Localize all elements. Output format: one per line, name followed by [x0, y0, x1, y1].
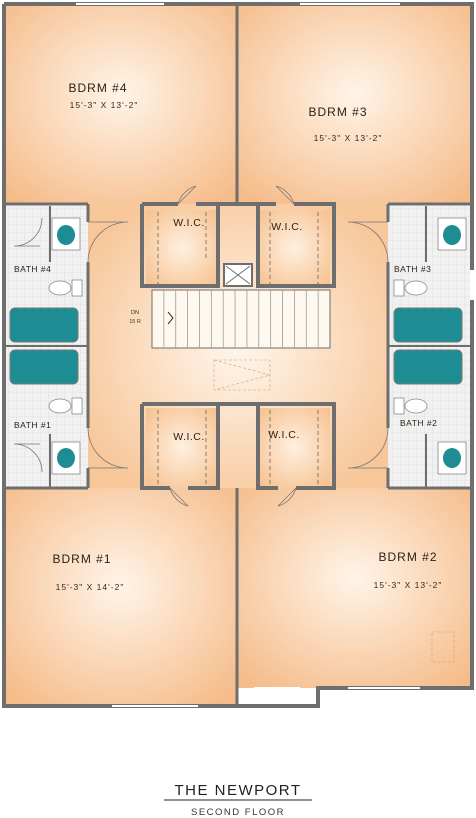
bath2-tub-icon — [393, 349, 463, 385]
bdrm3-label: BDRM #3 — [308, 105, 367, 119]
doors — [13, 185, 389, 507]
attic-hatch — [431, 631, 455, 663]
bath4-sink-icon — [57, 225, 75, 245]
bath4-tub-icon — [9, 307, 79, 343]
bath2-sink-icon — [443, 448, 461, 468]
bath4-toilet-icon — [48, 280, 72, 296]
bath1-label: BATH #1 — [14, 420, 51, 430]
bath3-label: BATH #3 — [394, 264, 431, 274]
bdrm3-dim: 15'-3" X 13'-2" — [314, 133, 383, 143]
bdrm4-label: BDRM #4 — [68, 81, 127, 95]
bdrm2-floor — [237, 488, 472, 688]
wic-bl-label: W.I.C. — [173, 431, 205, 443]
chase-box — [223, 263, 253, 287]
bdrm2-label: BDRM #2 — [378, 550, 437, 564]
bath1-sink-icon — [57, 448, 75, 468]
stair — [151, 289, 331, 391]
bath4-label: BATH #4 — [14, 264, 51, 274]
wic-tr-label: W.I.C. — [271, 221, 303, 233]
closet-shelves — [157, 212, 319, 484]
bath2-toilet-icon — [404, 398, 428, 414]
stair-dn-label: DN — [131, 310, 139, 316]
bath1-tub-icon — [9, 349, 79, 385]
bdrm1-dim: 15'-3" X 14'-2" — [56, 582, 125, 592]
wic-bl-floor — [146, 408, 218, 486]
bath3-toilet-icon — [404, 280, 428, 296]
wic-br-label: W.I.C. — [268, 429, 300, 441]
windows — [76, 3, 420, 707]
bdrm3-floor — [237, 4, 472, 204]
bath2-label: BATH #2 — [400, 418, 437, 428]
bdrm4-floor — [4, 4, 237, 204]
fixtures — [9, 217, 467, 663]
bath1-toilet-icon — [48, 398, 72, 414]
bdrm4-dim: 15'-3" X 13'-2" — [70, 100, 139, 110]
bath3-sink-icon — [443, 225, 461, 245]
stair-risers-label: 15 R — [129, 319, 141, 325]
plan-title: THE NEWPORT — [174, 782, 301, 799]
bath3-tub-icon — [393, 307, 463, 343]
wic-br-floor — [258, 408, 330, 486]
bdrm1-label: BDRM #1 — [52, 552, 111, 566]
bdrm1-floor — [4, 488, 237, 706]
plan-subtitle: SECOND FLOOR — [191, 807, 285, 818]
wic-tl-label: W.I.C. — [173, 217, 205, 229]
bdrm2-dim: 15'-3" X 13'-2" — [374, 580, 443, 590]
